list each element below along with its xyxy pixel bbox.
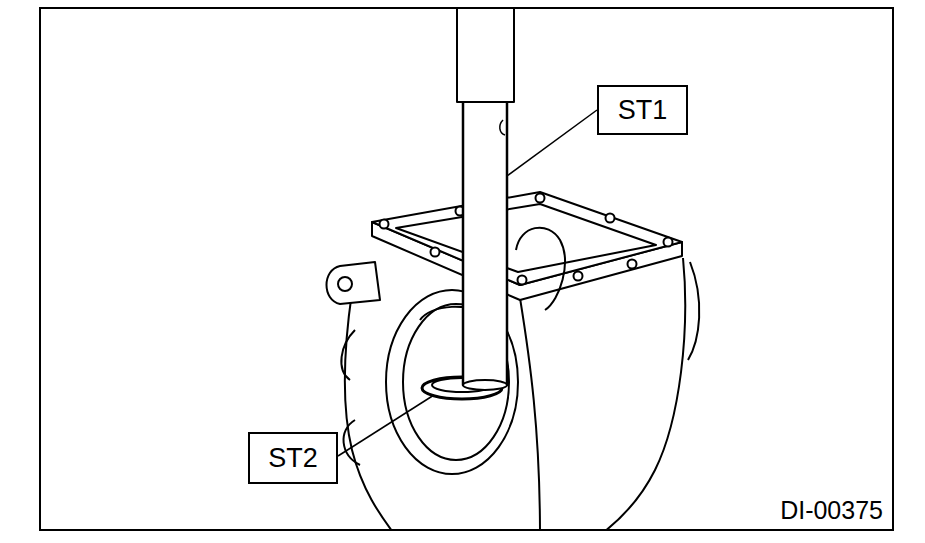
bolt-holes	[380, 194, 673, 285]
differential-housing	[327, 9, 700, 529]
bolt-hole	[536, 194, 545, 203]
tool-code: ST1	[618, 97, 668, 124]
housing-wall	[600, 258, 685, 529]
bolt-hole	[431, 248, 440, 257]
housing-edge	[520, 298, 540, 529]
housing-edge	[688, 262, 699, 360]
bolt-hole	[628, 260, 637, 269]
bolt-hole	[338, 277, 352, 291]
shaft-end	[463, 380, 507, 390]
shaft-mark	[500, 120, 505, 135]
flange-top	[372, 192, 682, 285]
bolt-hole	[518, 276, 527, 285]
housing-rib	[344, 420, 360, 465]
bolt-hole	[664, 238, 673, 247]
housing-wall	[345, 292, 395, 529]
tool-code: ST2	[268, 445, 318, 472]
bolt-hole	[574, 272, 583, 281]
callout-box: ST1	[597, 85, 688, 135]
figure-number: DI-00375	[780, 498, 883, 523]
rear-bore	[516, 228, 565, 310]
housing-rib	[341, 330, 355, 380]
callout-box: ST2	[248, 432, 338, 484]
flange-opening	[396, 204, 656, 272]
bolt-hole	[380, 220, 389, 229]
leader-line	[338, 395, 434, 456]
installer-shaft	[463, 98, 507, 385]
mounting-ear	[327, 262, 381, 304]
leader-line	[507, 110, 597, 176]
bolt-hole	[606, 214, 615, 223]
installer-handle	[457, 9, 514, 102]
